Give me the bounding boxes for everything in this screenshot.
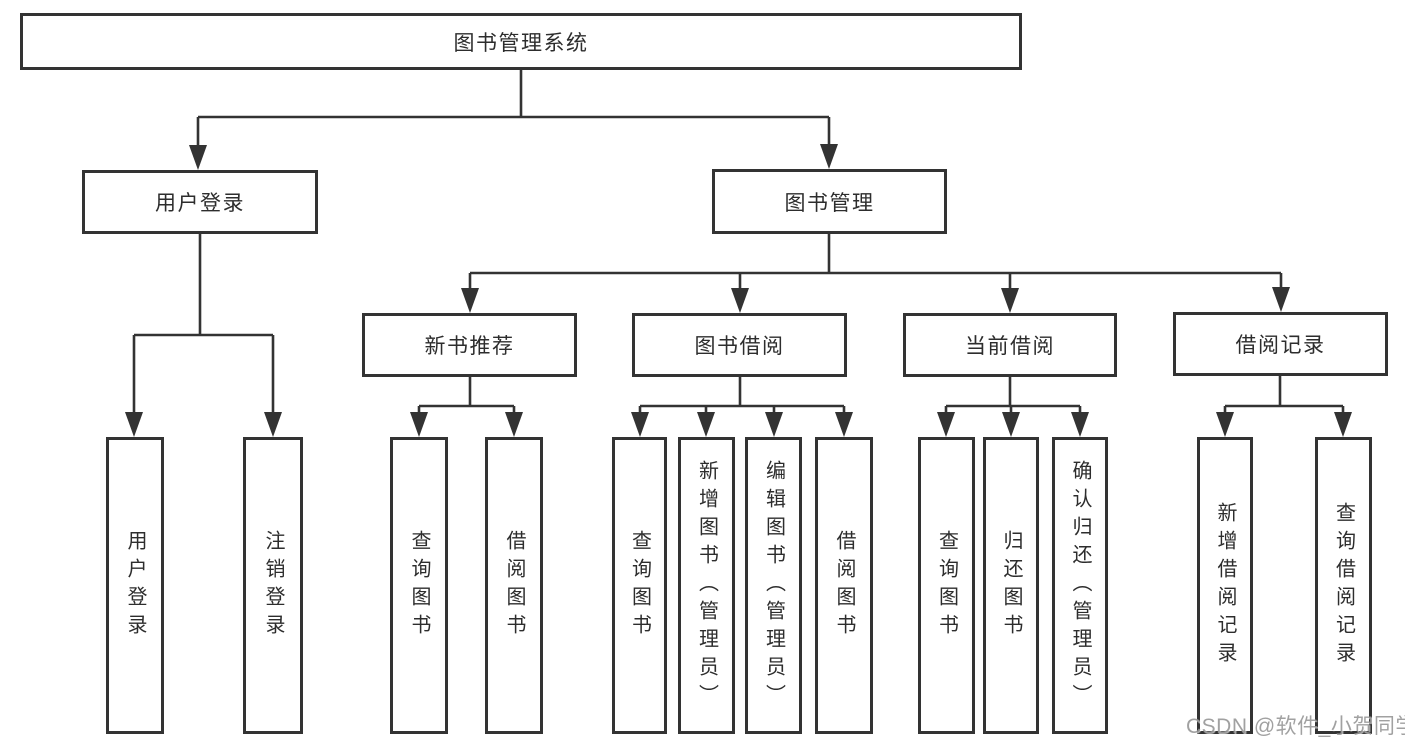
leaf-add-books-admin: 新增图书（管理员） xyxy=(678,437,735,734)
node-label: 新增借阅记录 xyxy=(1214,501,1236,670)
leaf-logout: 注销登录 xyxy=(243,437,303,734)
leaf-edit-books-admin: 编辑图书（管理员） xyxy=(745,437,802,734)
node-label: 归还图书 xyxy=(1000,529,1022,642)
node-label: 查询图书 xyxy=(935,529,958,642)
leaf-query-books-recommend: 查询图书 xyxy=(390,437,448,734)
node-user-login: 用户登录 xyxy=(82,170,318,234)
arrowhead-icons xyxy=(125,144,1352,437)
node-current-borrowing: 当前借阅 xyxy=(903,313,1117,377)
node-label: 图书管理系统 xyxy=(453,31,589,55)
node-label: 编辑图书（管理员） xyxy=(762,459,785,712)
leaf-query-books-current: 查询图书 xyxy=(918,437,975,734)
node-label: 新书推荐 xyxy=(424,335,515,358)
node-book-borrowing: 图书借阅 xyxy=(632,313,847,377)
node-label: 借阅记录 xyxy=(1235,334,1326,357)
leaf-query-borrow-record: 查询借阅记录 xyxy=(1315,437,1372,734)
node-label: 新增图书（管理员） xyxy=(695,459,718,712)
node-label: 借阅图书 xyxy=(503,529,525,642)
leaf-return-books: 归还图书 xyxy=(983,437,1039,734)
leaf-confirm-return-admin: 确认归还（管理员） xyxy=(1052,437,1108,734)
node-book-management: 图书管理 xyxy=(712,169,947,234)
node-label: 借阅图书 xyxy=(833,529,855,642)
node-label: 用户登录 xyxy=(124,529,146,642)
csdn-watermark: CSDN @软件_小贺同学 xyxy=(1186,715,1405,738)
node-new-book-recommend: 新书推荐 xyxy=(362,313,577,377)
node-label: 图书管理 xyxy=(784,191,875,215)
node-label: 用户登录 xyxy=(155,192,245,215)
node-borrowing-records: 借阅记录 xyxy=(1173,312,1388,376)
node-label: 注销登录 xyxy=(262,529,284,642)
node-label: 查询借阅记录 xyxy=(1332,501,1355,670)
leaf-borrow-books: 借阅图书 xyxy=(815,437,873,734)
leaf-user-login: 用户登录 xyxy=(106,437,164,734)
node-label: 确认归还（管理员） xyxy=(1069,459,1091,712)
node-label: 当前借阅 xyxy=(965,335,1055,358)
leaf-add-borrow-record: 新增借阅记录 xyxy=(1197,437,1253,734)
node-library-management-system: 图书管理系统 xyxy=(20,13,1022,70)
node-label: 查询图书 xyxy=(408,529,430,642)
leaf-query-books-borrowing: 查询图书 xyxy=(612,437,667,734)
node-label: 图书借阅 xyxy=(694,335,785,358)
leaf-borrow-books-recommend: 借阅图书 xyxy=(485,437,543,734)
node-label: 查询图书 xyxy=(628,529,651,642)
